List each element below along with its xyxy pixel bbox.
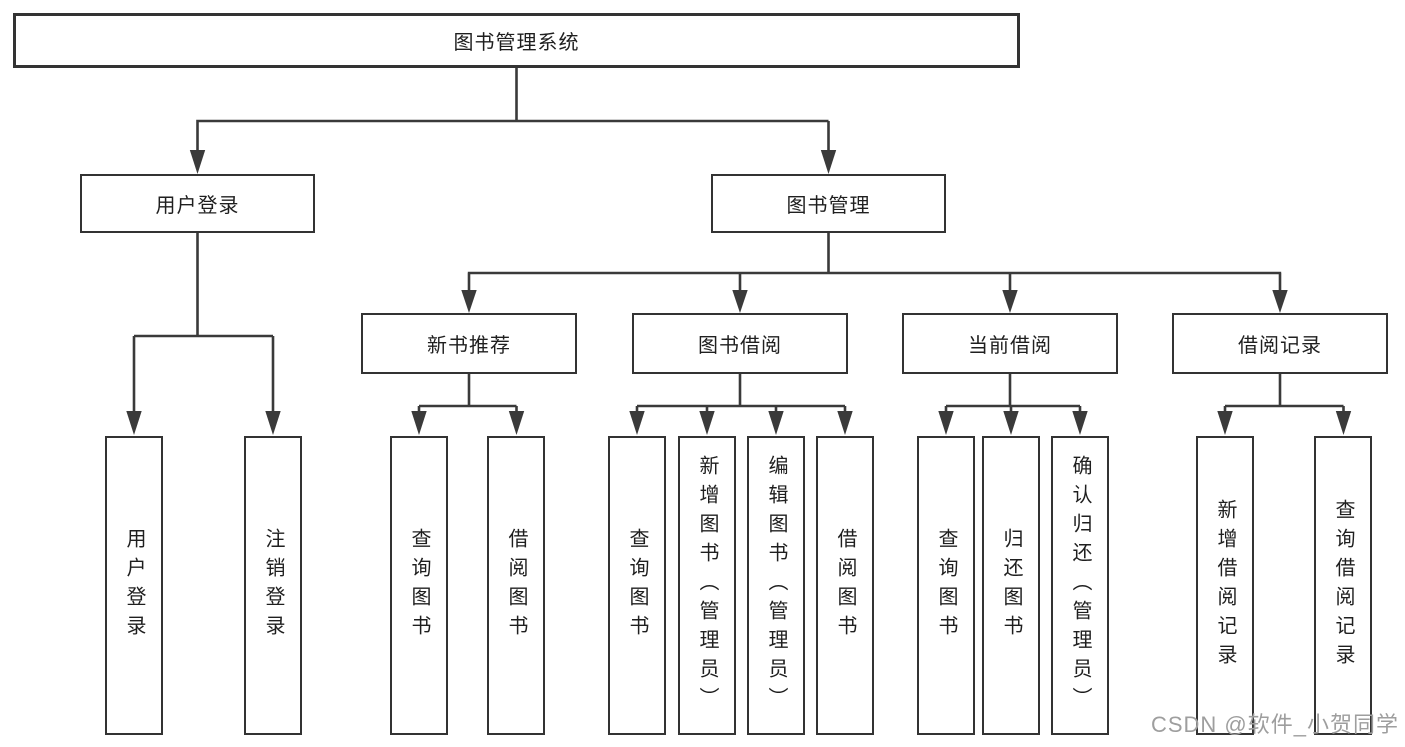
leaf-return-books: 归还图书 <box>982 436 1040 735</box>
node-book-borrowing: 图书借阅 <box>632 313 848 374</box>
leaf-label: 查询图书 <box>935 527 957 644</box>
leaf-label: 查询借阅记录 <box>1332 498 1354 673</box>
node-label: 当前借阅 <box>968 335 1052 357</box>
leaf-label: 借阅图书 <box>834 527 856 644</box>
node-book-management: 图书管理 <box>711 174 946 233</box>
connector-records-to-leaves <box>1223 374 1345 415</box>
leaf-label: 注销登录 <box>262 527 284 644</box>
leaf-logout: 注销登录 <box>244 436 302 735</box>
connector-root-to-level2 <box>196 68 830 152</box>
node-label: 图书管理 <box>786 195 871 217</box>
leaf-label: 新增图书（管理员） <box>696 455 718 716</box>
leaf-add-books-admin: 新增图书（管理员） <box>678 436 736 735</box>
node-label: 借阅记录 <box>1238 335 1322 357</box>
connector-bookmgmt-to-level3 <box>467 233 1282 293</box>
leaf-label: 查询图书 <box>626 527 648 644</box>
leaf-query-books-1: 查询图书 <box>390 436 448 735</box>
node-user-login: 用户登录 <box>80 174 315 233</box>
leaf-borrow-books-2: 借阅图书 <box>816 436 874 735</box>
leaf-label: 编辑图书（管理员） <box>765 455 787 716</box>
connector-current-to-leaves <box>944 374 1082 415</box>
node-label: 用户登录 <box>155 195 240 217</box>
node-borrowing-records: 借阅记录 <box>1172 313 1388 374</box>
node-label: 图书管理系统 <box>453 32 580 54</box>
leaf-label: 新增借阅记录 <box>1214 498 1236 673</box>
leaf-query-books-3: 查询图书 <box>917 436 975 735</box>
leaf-add-borrow-record: 新增借阅记录 <box>1196 436 1254 735</box>
connector-userlogin-to-leaves <box>132 233 275 414</box>
leaf-query-books-2: 查询图书 <box>608 436 666 735</box>
leaf-edit-books-admin: 编辑图书（管理员） <box>747 436 805 735</box>
leaf-label: 确认归还（管理员） <box>1069 455 1091 716</box>
leaf-confirm-return-admin: 确认归还（管理员） <box>1051 436 1109 735</box>
node-library-management-system: 图书管理系统 <box>13 13 1020 68</box>
connector-newbook-to-leaves <box>417 374 518 415</box>
leaf-label: 归还图书 <box>1000 527 1022 644</box>
node-current-borrowing: 当前借阅 <box>902 313 1118 374</box>
connector-borrow-to-leaves <box>635 374 847 415</box>
leaf-label: 查询图书 <box>408 527 430 644</box>
node-new-book-recommendation: 新书推荐 <box>361 313 577 374</box>
node-label: 图书借阅 <box>698 335 782 357</box>
leaf-label: 用户登录 <box>123 527 145 644</box>
leaf-user-login: 用户登录 <box>105 436 163 735</box>
leaf-label: 借阅图书 <box>505 527 527 644</box>
node-label: 新书推荐 <box>427 335 511 357</box>
arrowheads <box>126 150 1352 435</box>
leaf-borrow-books-1: 借阅图书 <box>487 436 545 735</box>
leaf-query-borrow-record: 查询借阅记录 <box>1314 436 1372 735</box>
